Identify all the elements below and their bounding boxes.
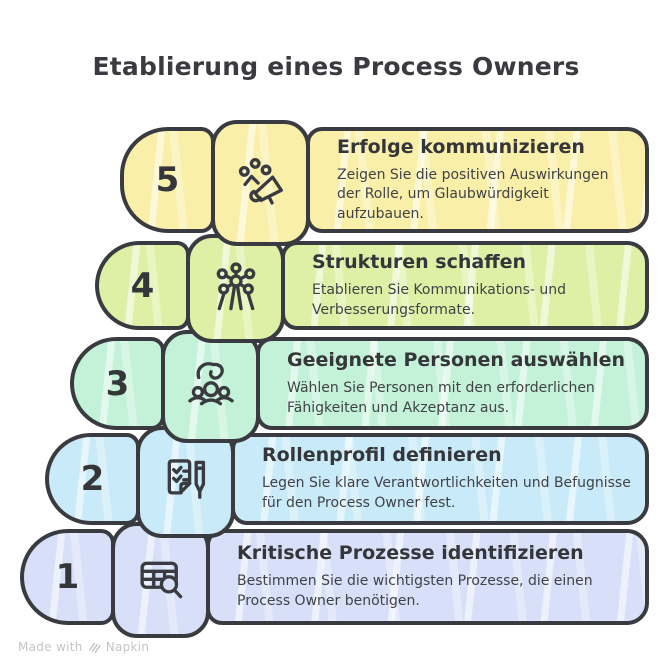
step-number: 1 — [55, 557, 80, 597]
step-title: Strukturen schaffen — [312, 250, 527, 273]
step-number: 5 — [155, 160, 180, 200]
step-number-badge: 2 — [45, 433, 140, 525]
step-content: Erfolge kommunizieren Zeigen Sie die pos… — [306, 127, 649, 233]
megaphone-celebration-icon — [238, 157, 283, 205]
step-title: Erfolge kommunizieren — [337, 135, 585, 158]
step-number-badge: 1 — [20, 529, 115, 625]
step-icon-box — [186, 234, 285, 343]
napkin-logo-icon — [88, 642, 101, 653]
step-number-badge: 4 — [95, 241, 190, 330]
step-icon-box — [211, 120, 310, 246]
step-title: Geeignete Personen auswählen — [287, 348, 626, 371]
step-number: 4 — [130, 265, 155, 306]
step-content: Geeignete Personen auswählen Wählen Sie … — [256, 337, 649, 430]
step-row-2: 2 Rollenprofil definieren Legen Sie k — [45, 426, 649, 538]
step-title: Rollenprofil definieren — [262, 444, 502, 467]
step-number-badge: 5 — [120, 127, 215, 233]
step-icon-box — [111, 522, 210, 638]
step-content: Rollenprofil definieren Legen Sie klare … — [231, 433, 649, 525]
step-icon-box — [161, 330, 260, 443]
step-content: Strukturen schaffen Etablieren Sie Kommu… — [281, 241, 649, 330]
step-row-5: 5 Erfolge kommunizieren Zeigen Sie die p… — [120, 120, 649, 246]
step-description: Wählen Sie Personen mit den erforderlich… — [287, 379, 595, 416]
step-icon-box — [136, 426, 235, 538]
step-row-3: 3 Geeignete Personen auswählen Wählen Si… — [70, 330, 649, 443]
step-row-4: 4 — [95, 234, 649, 343]
step-description: Zeigen Sie die positiven Auswirkungen de… — [337, 166, 609, 222]
step-number: 3 — [105, 363, 130, 404]
checklist-pen-icon — [167, 459, 205, 499]
step-row-1: 1 Kritische Prozesse identifizieren Best… — [20, 522, 649, 638]
step-description: Bestimmen Sie die wichtigsten Prozesse, … — [237, 573, 593, 609]
table-search-icon — [139, 561, 182, 599]
watermark-brand: Napkin — [105, 640, 150, 654]
step-description: Legen Sie klare Verantwortlichkeiten und… — [262, 475, 631, 511]
network-structure-icon — [216, 261, 255, 310]
step-content: Kritische Prozesse identifizieren Bestim… — [206, 529, 649, 625]
step-description: Etablieren Sie Kommunikations- und Verbe… — [312, 281, 567, 318]
watermark-prefix: Made with — [18, 640, 83, 654]
step-number: 2 — [80, 459, 105, 499]
page-title: Etablierung eines Process Owners — [92, 52, 580, 81]
step-number-badge: 3 — [70, 337, 165, 430]
made-with-napkin-watermark: Made with Napkin — [18, 640, 149, 654]
person-selection-icon — [187, 361, 234, 405]
step-title: Kritische Prozesse identifizieren — [237, 542, 584, 565]
